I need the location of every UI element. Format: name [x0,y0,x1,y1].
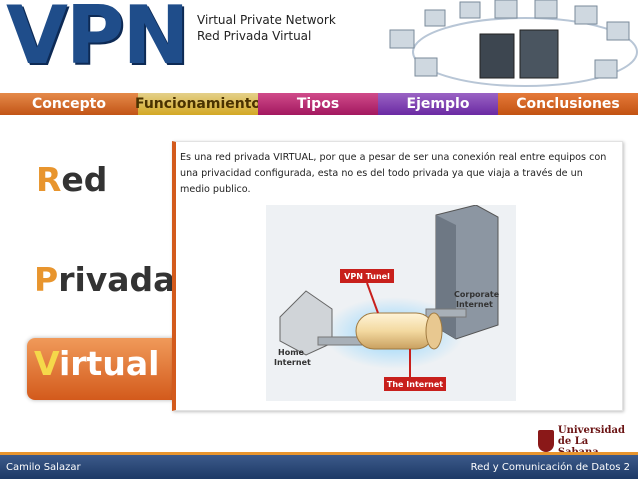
word-virtual[interactable]: Virtual [34,344,159,383]
footer-bar: Camilo Salazar Red y Comunicación de Dat… [0,455,638,479]
subtitle-english: Virtual Private Network [197,13,336,27]
home-label-2: Internet [274,358,311,367]
word-red-rest: ed [61,160,108,199]
footer-course: Red y Comunicación de Datos 2 [470,461,630,473]
vpn-diagram: VPN Tunel Corporate Internet Home Intern… [266,205,516,401]
footer-divider [0,452,638,455]
tab-conclusiones[interactable]: Conclusiones [498,93,638,115]
vpn-logo: VPN [6,0,189,82]
internet-label: The Internet [387,380,443,389]
main-navigation: Concepto Funcionamiento Tipos Ejemplo Co… [0,93,638,115]
word-privada-rest: rivada [58,260,176,299]
tab-tipos[interactable]: Tipos [258,93,378,115]
content-text: Es una red privada VIRTUAL, por que a pe… [180,152,607,195]
word-privada[interactable]: Privada [34,260,175,299]
word-virtual-initial: V [34,344,59,383]
footer-author: Camilo Salazar [6,461,81,473]
university-line-1: Universidad [557,424,625,436]
vpn-tunnel-label: VPN Tunel [344,272,390,281]
corporate-label-1: Corporate [454,290,500,299]
tab-funcionamiento[interactable]: Funcionamiento [135,93,261,115]
word-privada-initial: P [34,260,59,299]
shield-icon [538,430,554,452]
virtual-highlight [27,338,175,400]
word-red-initial: R [36,160,62,199]
tab-concepto[interactable]: Concepto [0,93,138,115]
vpn-tunnel [355,312,435,350]
subtitle-spanish: Red Privada Virtual [197,29,312,43]
home-label-1: Home [278,348,305,357]
university-logo: Universidad de La Sabana [538,424,632,458]
word-virtual-rest: irtual [58,344,160,383]
word-red[interactable]: Red [36,160,107,199]
content-card: Es una red privada VIRTUAL, por que a pe… [172,141,623,411]
corporate-label-2: Internet [456,300,493,309]
tab-ejemplo[interactable]: Ejemplo [378,93,498,115]
network-illustration [389,0,638,87]
